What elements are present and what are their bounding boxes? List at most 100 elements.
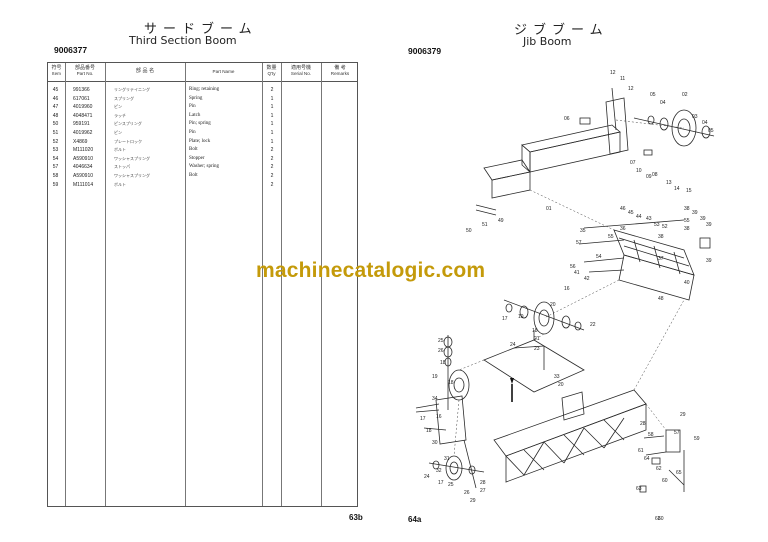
cell-item: 59 (52, 181, 59, 188)
callout-label: 59 (694, 436, 700, 442)
cell-part-no: M111014 (73, 181, 94, 188)
callout-label: 35 (580, 228, 586, 234)
cell-qty: 1 (270, 129, 274, 136)
callout-label: 48 (658, 296, 664, 302)
callout-label: 39 (700, 216, 706, 222)
cell-name-en: Spring (189, 95, 203, 101)
cell-item: 57 (52, 164, 59, 171)
cell-name-jp: プレートロック (114, 138, 142, 144)
cell-part-no: X4869 (73, 138, 88, 145)
cell-name-jp: リングリテイニング (114, 87, 150, 92)
callout-label: 55 (684, 218, 690, 224)
cell-name-jp: ワッシャスプリング (114, 172, 150, 178)
callout-label: 37 (658, 256, 664, 262)
cell-name-en: Pin (189, 104, 196, 110)
cell-name-en: Bolt (189, 147, 198, 153)
right-title-jp: ジブブーム (514, 23, 609, 38)
cell-name-en: Stopper (189, 155, 205, 161)
cell-item: 47 (52, 104, 59, 111)
cell-item: 51 (52, 129, 59, 136)
cell-qty: 2 (270, 172, 274, 179)
callout-label: 54 (596, 254, 602, 260)
callout-label: 51 (482, 222, 488, 228)
cell-part-no: 4048471 (73, 112, 93, 119)
callout-label: 57 (674, 430, 680, 436)
callout-label: 44 (636, 214, 642, 220)
callout-label: 16 (564, 286, 570, 292)
callout-label: 56 (570, 264, 576, 270)
right-page: ジブブーム Jib Boom 9006379 (384, 0, 768, 542)
callout-label: 26 (464, 490, 470, 496)
callout-label: 03 (692, 114, 698, 120)
callout-label: 20 (558, 382, 564, 388)
callout-label: 18 (426, 428, 432, 434)
callout-label: 27 (480, 488, 486, 494)
cell-part-no: 4019962 (73, 129, 93, 136)
callout-label: 21 (534, 336, 540, 342)
callout-label: 57 (576, 240, 582, 246)
table-row: 57 4046634 ストッパ Washer; spring 2 (48, 163, 357, 172)
left-title-en: Third Section Boom (129, 34, 237, 47)
cell-qty: 2 (270, 155, 274, 162)
cell-item: 50 (52, 121, 59, 128)
cell-name-en: Washer; spring (189, 164, 220, 170)
callout-label: 11 (620, 76, 625, 82)
cell-item: 52 (52, 138, 59, 145)
cell-qty: 2 (270, 147, 274, 154)
cell-name-jp: ワッシャスプリング (114, 155, 150, 161)
callout-label: 10 (636, 168, 642, 174)
callout-label: 23 (534, 346, 540, 352)
callout-label: 32 (436, 468, 442, 474)
callout-label: 63 (655, 516, 661, 522)
cell-part-no: 4046634 (73, 164, 93, 171)
callout-label: 34 (432, 396, 438, 402)
right-page-number: 64a (408, 515, 422, 524)
callout-label: 41 (574, 270, 580, 276)
callout-label: 28 (640, 421, 646, 427)
callout-label: 40 (684, 280, 690, 286)
left-catalog-code: 9006377 (54, 45, 88, 55)
col-part-name: Part Name (212, 69, 235, 74)
callout-label: 17 (438, 480, 444, 486)
cell-part-no: 959191 (73, 121, 90, 128)
callout-label: 05 (650, 92, 656, 98)
callout-label: 60 (662, 478, 668, 484)
callout-label: 62 (656, 466, 662, 472)
callout-label: 26 (438, 348, 444, 354)
cell-name-jp: ストッパ (114, 164, 130, 170)
callout-label: 63 (636, 486, 642, 492)
callout-label: 45 (628, 210, 634, 216)
callout-label: 17 (502, 316, 508, 322)
cell-name-en: Latch (189, 112, 201, 118)
callout-label: 22 (590, 322, 596, 328)
callout-label: 19 (432, 374, 438, 380)
callout-label: 20 (550, 302, 556, 308)
cell-qty: 1 (270, 95, 274, 102)
callout-label: 25 (438, 338, 444, 344)
callout-label: 31 (444, 456, 450, 462)
cell-item: 53 (52, 147, 59, 154)
callout-label: 29 (470, 498, 476, 504)
cell-item: 48 (52, 112, 59, 119)
col-name-jp: 部 品 名 (135, 68, 155, 74)
cell-qty: 2 (270, 164, 274, 171)
callout-label: 13 (666, 180, 672, 186)
callout-label: 19 (518, 314, 524, 320)
cell-name-jp: ピンスプリング (114, 121, 142, 127)
jib-boom-exploded-diagram: 1211120205040304050607100908131415014951… (415, 70, 715, 522)
cell-name-en: Pin; spring (189, 121, 211, 127)
callout-label: 15 (686, 188, 692, 194)
callout-label: 02 (682, 92, 688, 98)
callout-label: 06 (564, 116, 570, 122)
cell-qty: 1 (270, 138, 274, 145)
callout-label: 33 (554, 374, 560, 380)
